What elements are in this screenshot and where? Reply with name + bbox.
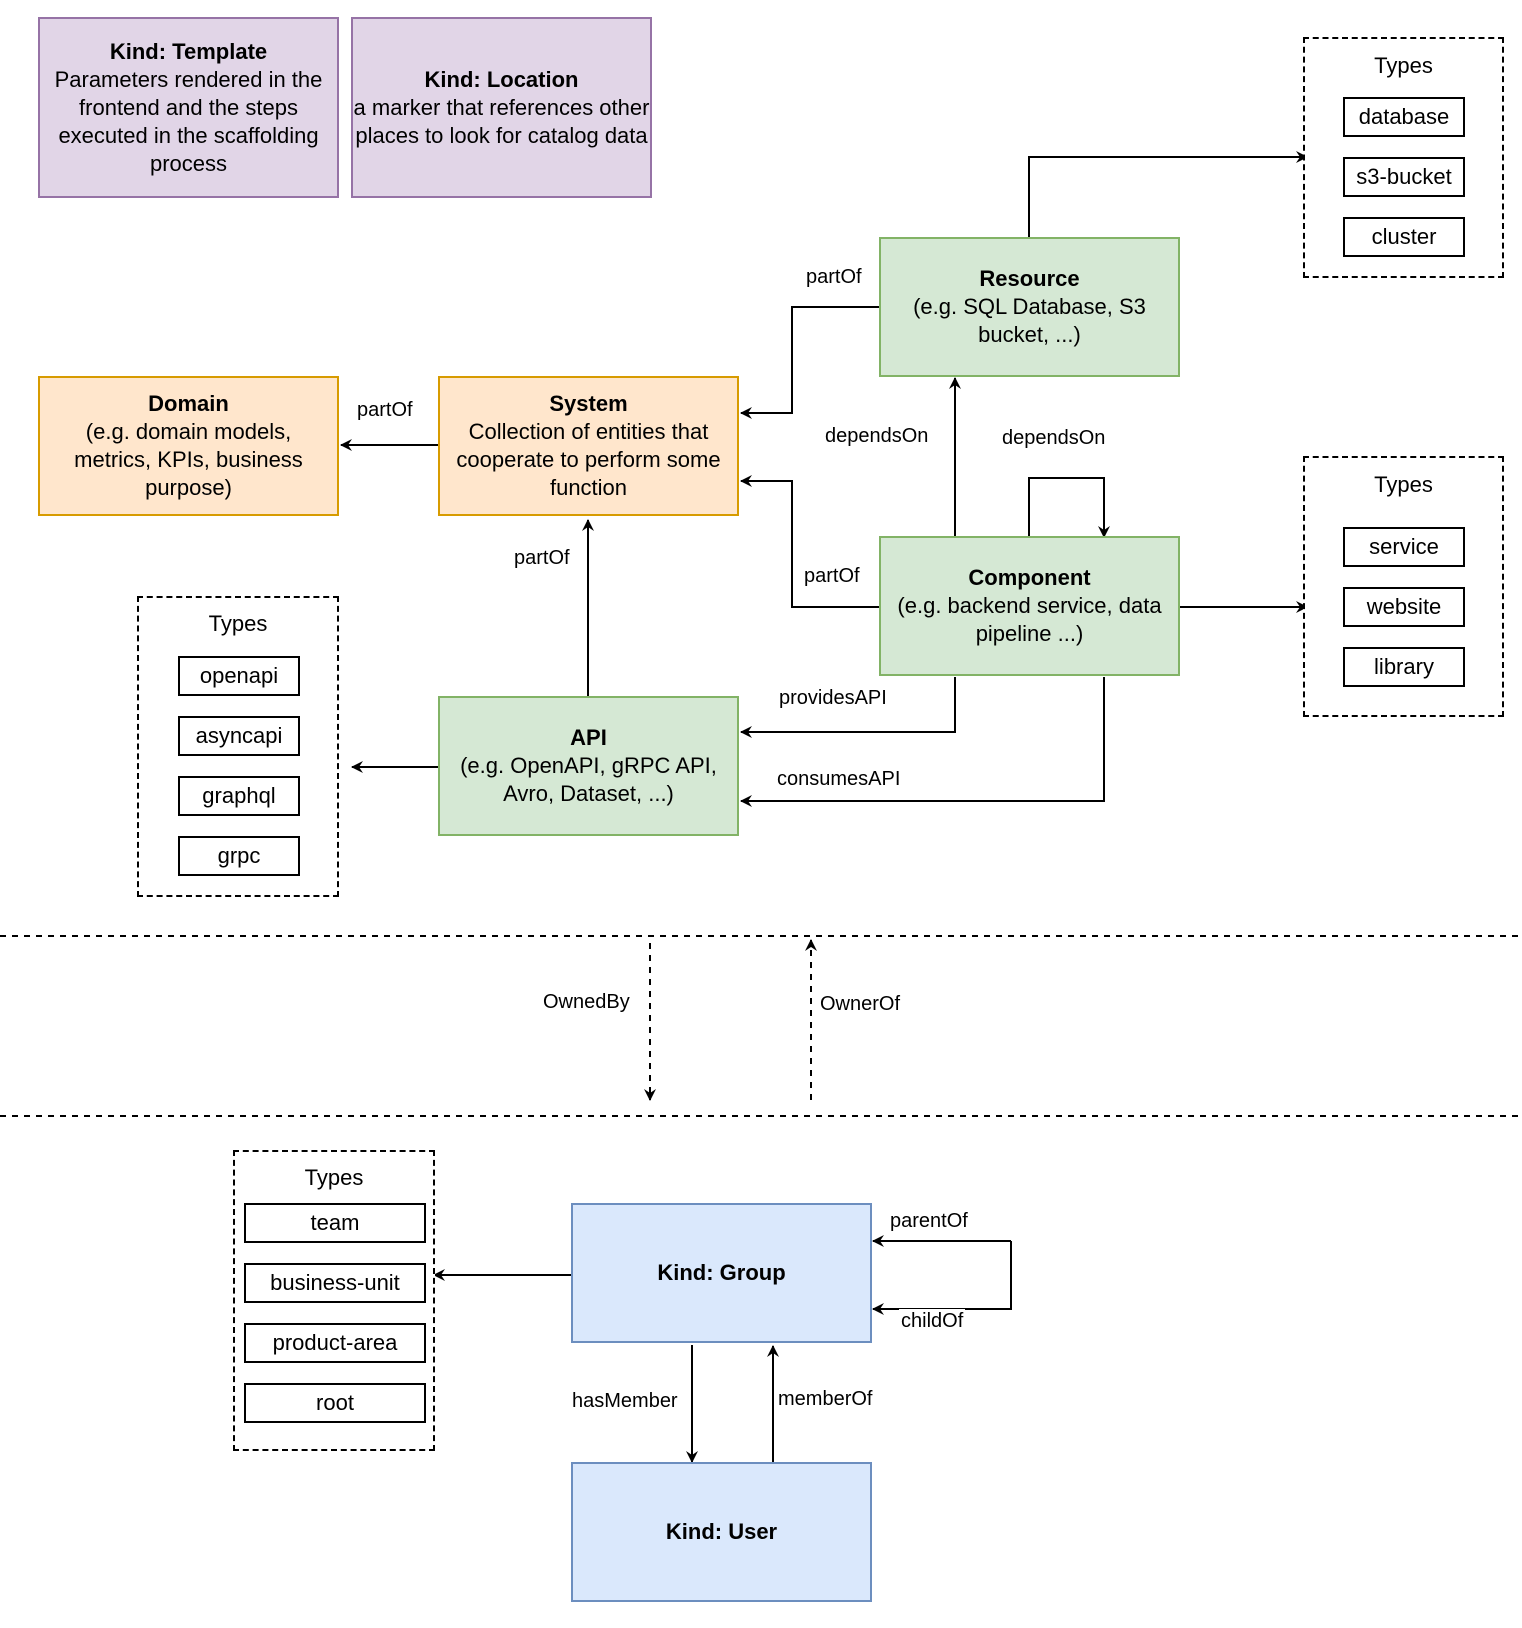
label-component-dependson-resource: dependsOn bbox=[823, 424, 931, 448]
resource-types-heading: Types bbox=[1374, 53, 1433, 78]
label-ownedby: OwnedBy bbox=[541, 990, 632, 1014]
edge-component-partof-system bbox=[740, 475, 880, 608]
component-node[interactable]: Component (e.g. backend service, data pi… bbox=[879, 536, 1180, 676]
api-desc: (e.g. OpenAPI, gRPC API, Avro, Dataset, … bbox=[460, 753, 717, 806]
type-item[interactable]: business-unit bbox=[244, 1263, 426, 1303]
label-providesapi: providesAPI bbox=[777, 686, 889, 710]
domain-desc: (e.g. domain models, metrics, KPIs, busi… bbox=[74, 419, 303, 500]
resource-desc: (e.g. SQL Database, S3 bucket, ...) bbox=[913, 294, 1146, 347]
type-item[interactable]: openapi bbox=[178, 656, 300, 696]
type-item[interactable]: website bbox=[1343, 587, 1465, 627]
system-desc: Collection of entities that cooperate to… bbox=[456, 419, 721, 500]
edge-resource-types bbox=[1028, 151, 1308, 238]
template-title: Kind: Template bbox=[109, 38, 268, 64]
type-item[interactable]: database bbox=[1343, 97, 1465, 137]
group-node[interactable]: Kind: Group bbox=[571, 1203, 872, 1343]
location-desc: a marker that references other places to… bbox=[353, 94, 650, 148]
api-types-container: Types openapi asyncapi graphql grpc bbox=[137, 596, 339, 897]
resource-title: Resource bbox=[979, 266, 1080, 291]
label-childof: childOf bbox=[899, 1309, 966, 1333]
label-component-dependson-self: dependsOn bbox=[1000, 426, 1108, 450]
type-item[interactable]: service bbox=[1343, 527, 1465, 567]
label-hasmember: hasMember bbox=[570, 1389, 680, 1413]
label-api-partof: partOf bbox=[512, 546, 572, 570]
type-item[interactable]: product-area bbox=[244, 1323, 426, 1363]
type-item[interactable]: cluster bbox=[1343, 217, 1465, 257]
label-memberof: memberOf bbox=[776, 1387, 875, 1411]
api-node[interactable]: API (e.g. OpenAPI, gRPC API, Avro, Datas… bbox=[438, 696, 739, 836]
domain-title: Domain bbox=[148, 391, 229, 416]
label-ownerof: OwnerOf bbox=[818, 992, 903, 1016]
component-types-container: Types service website library bbox=[1303, 456, 1504, 717]
type-item[interactable]: s3-bucket bbox=[1343, 157, 1465, 197]
type-item[interactable]: grpc bbox=[178, 836, 300, 876]
user-node[interactable]: Kind: User bbox=[571, 1462, 872, 1602]
resource-node[interactable]: Resource (e.g. SQL Database, S3 bucket, … bbox=[879, 237, 1180, 377]
label-system-partof-domain: partOf bbox=[355, 398, 415, 422]
domain-node[interactable]: Domain (e.g. domain models, metrics, KPI… bbox=[38, 376, 339, 516]
label-consumesapi: consumesAPI bbox=[775, 767, 903, 791]
type-item[interactable]: root bbox=[244, 1383, 426, 1423]
component-types-heading: Types bbox=[1374, 472, 1433, 497]
group-types-container: Types team business-unit product-area ro… bbox=[233, 1150, 435, 1451]
component-title: Component bbox=[968, 565, 1091, 590]
edge-consumesapi bbox=[740, 677, 1105, 807]
type-item[interactable]: graphql bbox=[178, 776, 300, 816]
api-title: API bbox=[570, 725, 607, 750]
component-desc: (e.g. backend service, data pipeline ...… bbox=[897, 593, 1162, 646]
api-types-heading: Types bbox=[208, 611, 268, 636]
system-node[interactable]: System Collection of entities that coope… bbox=[438, 376, 739, 516]
user-title: Kind: User bbox=[665, 1519, 778, 1544]
label-resource-partof: partOf bbox=[804, 265, 864, 289]
type-item[interactable]: library bbox=[1343, 647, 1465, 687]
system-title: System bbox=[549, 391, 628, 416]
location-node[interactable]: Kind: Location a marker that references … bbox=[351, 17, 652, 198]
resource-types-container: Types database s3-bucket cluster bbox=[1303, 37, 1504, 278]
edge-providesapi bbox=[740, 677, 956, 738]
type-item[interactable]: asyncapi bbox=[178, 716, 300, 756]
edge-group-childof bbox=[872, 1241, 1012, 1315]
edge-component-self-loop bbox=[1028, 477, 1110, 538]
location-title: Kind: Location bbox=[424, 66, 579, 92]
group-types-heading: Types bbox=[304, 1165, 364, 1190]
template-desc: Parameters rendered in the frontend and … bbox=[54, 66, 323, 176]
label-parentof: parentOf bbox=[888, 1209, 970, 1233]
template-node[interactable]: Kind: Template Parameters rendered in th… bbox=[38, 17, 339, 198]
edge-resource-partof-system bbox=[740, 306, 880, 419]
group-title: Kind: Group bbox=[657, 1260, 786, 1285]
type-item[interactable]: team bbox=[244, 1203, 426, 1243]
label-component-partof: partOf bbox=[802, 564, 862, 588]
